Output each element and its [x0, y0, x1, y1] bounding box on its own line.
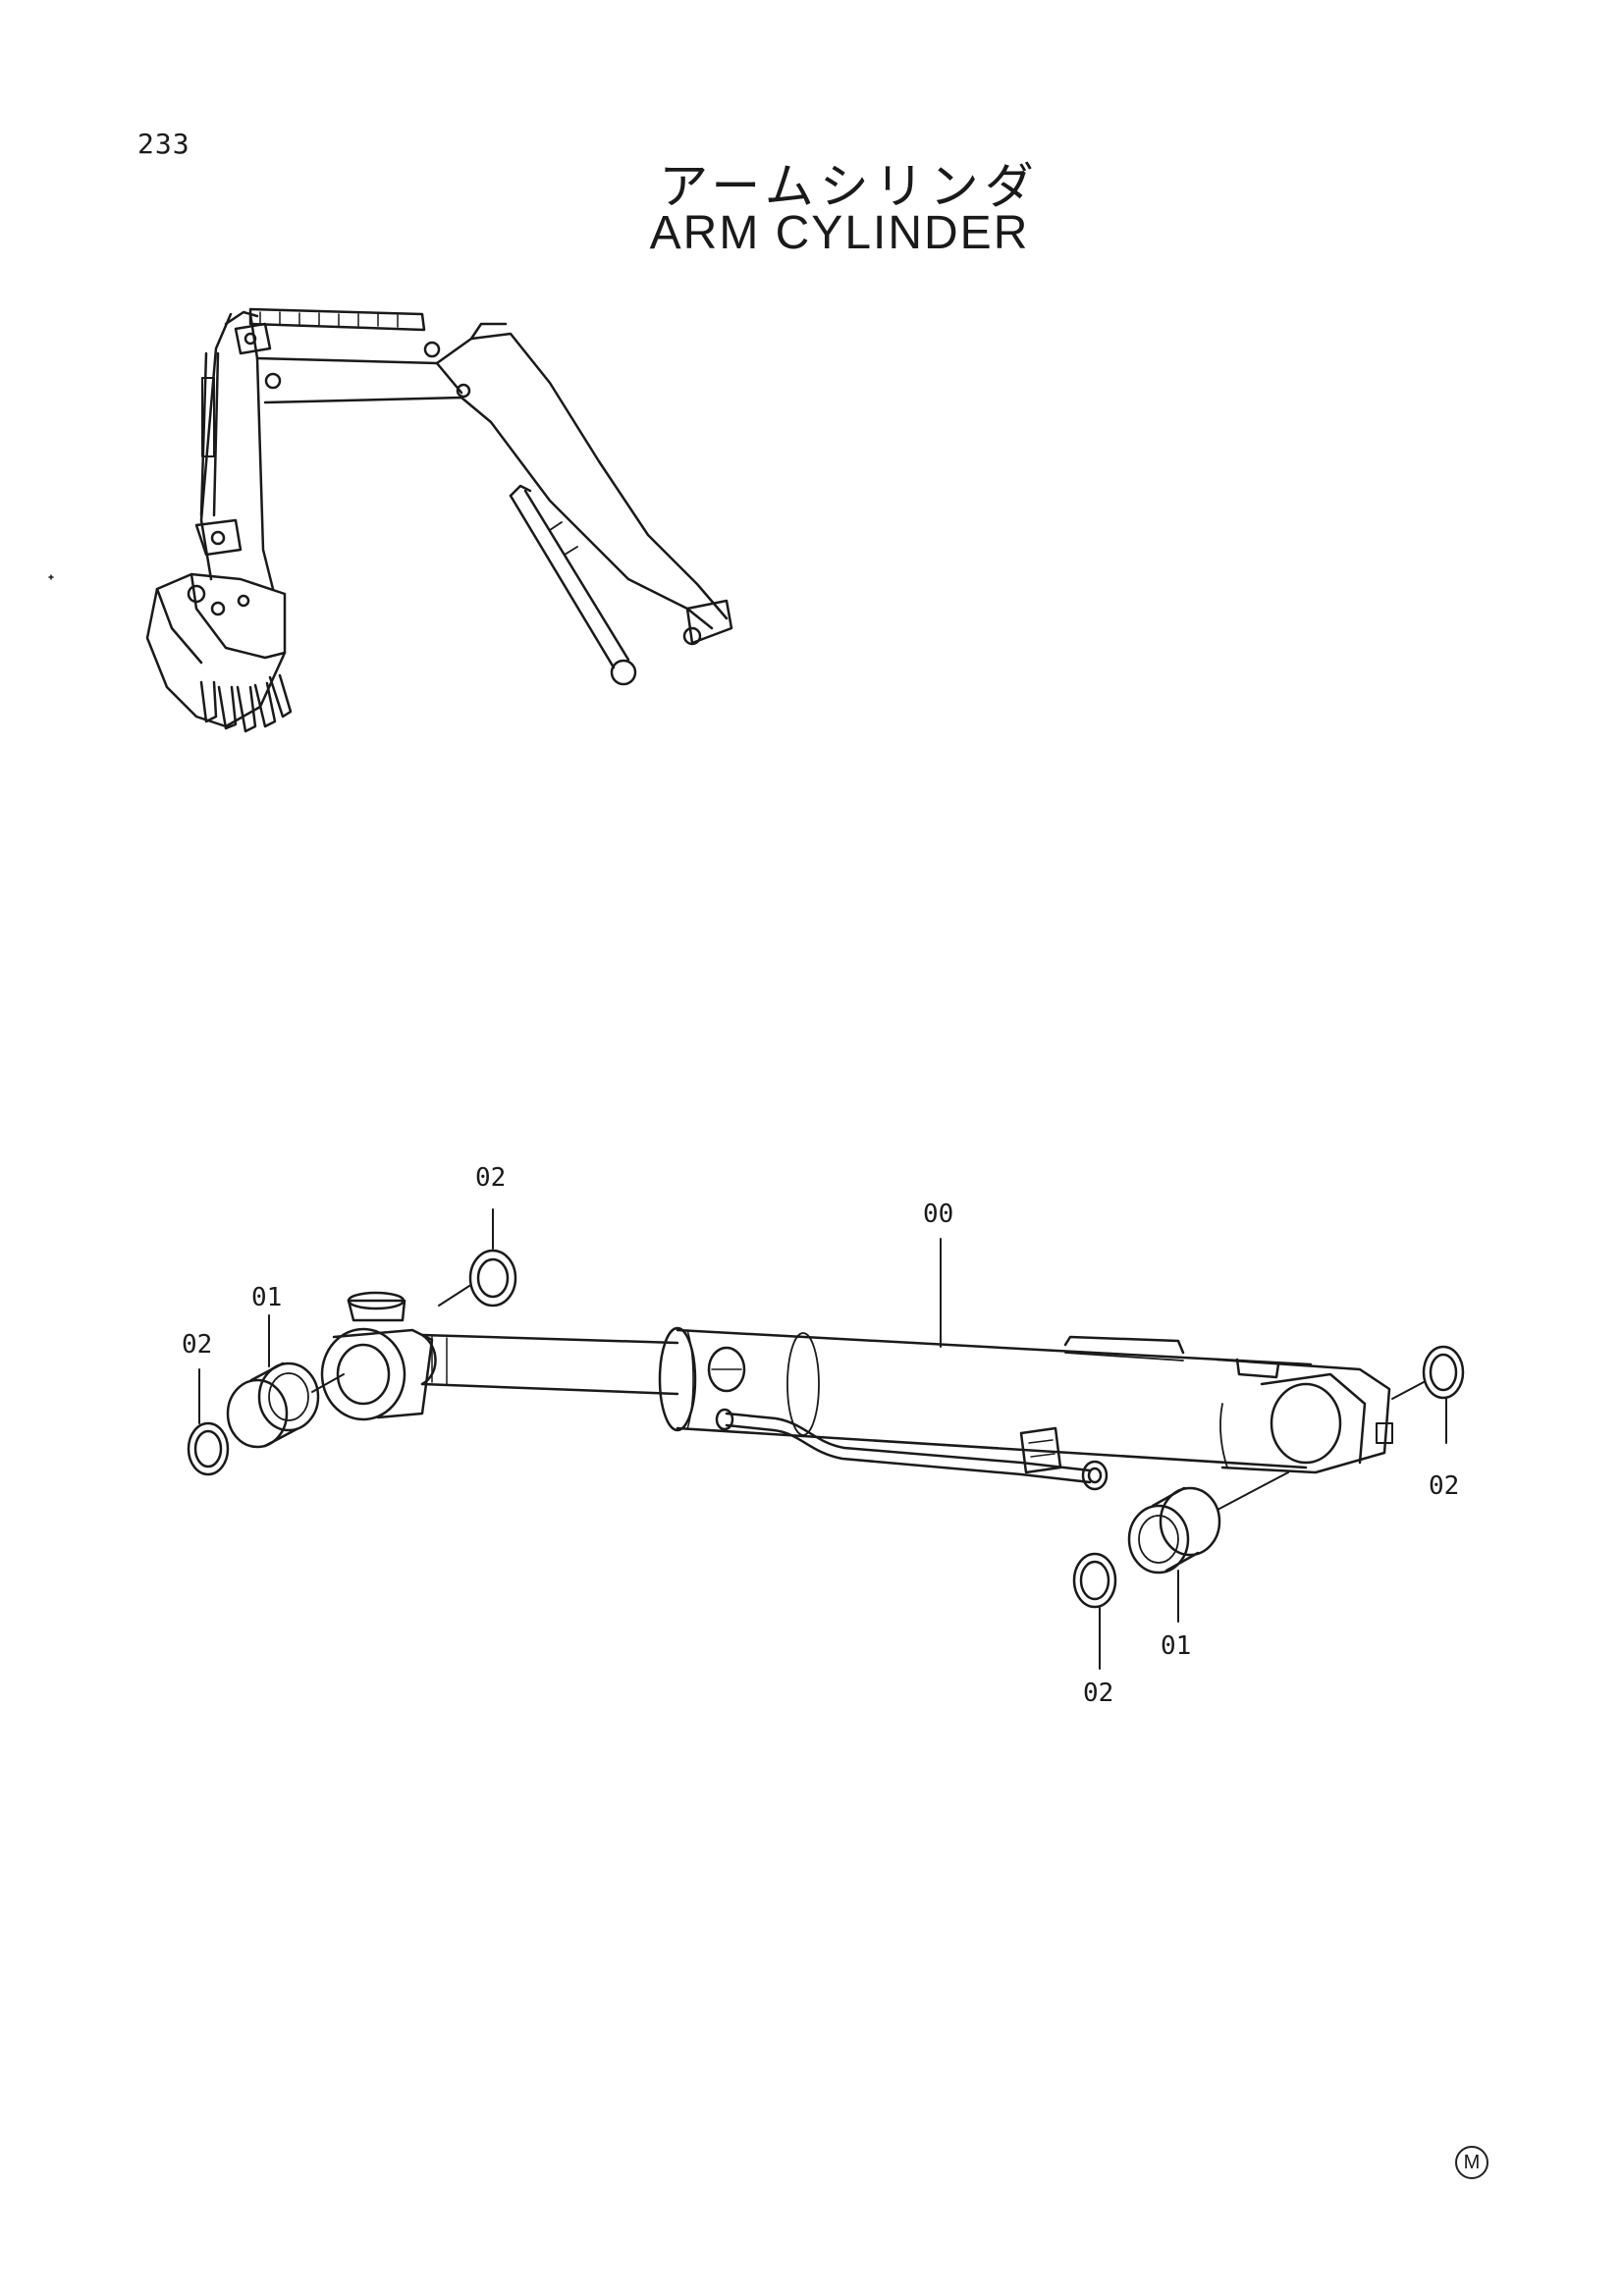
seal-ring-left	[187, 1421, 230, 1476]
seal-ring-top	[468, 1249, 517, 1308]
excavator-arm-illustration	[48, 307, 733, 733]
page-title-japanese: アームシリンダ	[659, 158, 1040, 215]
callout-02-left: 02	[182, 1330, 212, 1360]
callout-02-top: 02	[475, 1163, 506, 1193]
head-eye	[1270, 1382, 1342, 1465]
page-number: 233	[137, 128, 190, 160]
callout-00: 00	[923, 1200, 953, 1229]
seal-ring-bottom	[1072, 1552, 1117, 1609]
rod-eye	[320, 1327, 406, 1421]
arm-cylinder-illustration	[320, 1291, 1393, 1491]
callout-01-left: 01	[251, 1283, 282, 1312]
seal-ring-right	[1422, 1345, 1465, 1400]
callout-02-right: 02	[1429, 1471, 1459, 1501]
circled-m-mark: M	[1455, 2146, 1488, 2179]
page-title-english: ARM CYLINDER	[649, 207, 1030, 259]
callout-01-bottom: 01	[1161, 1631, 1191, 1661]
bushing-left	[226, 1362, 320, 1449]
callout-labels: 02 00 01 02 02 01 02	[182, 1163, 1459, 1708]
leader-lines	[198, 1208, 1447, 1670]
bushing-right	[1127, 1486, 1221, 1575]
callout-02-bottom: 02	[1083, 1679, 1113, 1708]
